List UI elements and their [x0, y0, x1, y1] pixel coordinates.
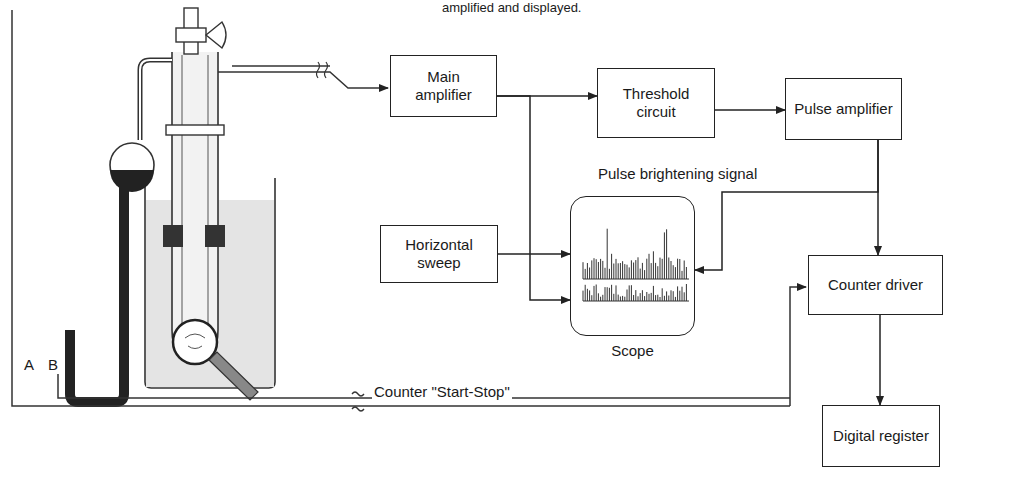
box-label: Pulse amplifier	[794, 100, 892, 118]
signal-connector	[695, 140, 878, 270]
cell-joint	[166, 125, 224, 135]
scope-label: Scope	[611, 342, 654, 360]
process-box: Horizontal sweep	[380, 225, 498, 283]
box-label: Digital register	[833, 427, 929, 445]
stopcock-handle	[206, 22, 226, 48]
mercury-u-tube	[70, 186, 124, 402]
oscilloscope: Scope	[570, 196, 695, 360]
caption-fragment: amplified and displayed.	[440, 0, 583, 16]
start-stop-wire	[790, 287, 806, 406]
contact-label: B	[46, 356, 60, 374]
signal-connector	[497, 96, 570, 300]
box-label: Counter driver	[828, 276, 923, 294]
process-box: Threshold circuit	[597, 68, 715, 138]
scope-trace	[571, 197, 695, 336]
signal-connector	[498, 253, 570, 255]
signal-lead	[218, 72, 388, 88]
electrode	[205, 225, 225, 247]
process-box: Counter driver	[808, 255, 943, 315]
process-box: Main amplifier	[390, 55, 497, 117]
signal-name: Counter "Start-Stop"	[372, 383, 512, 401]
magnifier-lens	[173, 320, 217, 364]
magnifier-handle	[209, 352, 258, 400]
scope-screen	[570, 196, 695, 336]
process-box: Digital register	[822, 405, 940, 467]
signal-connector	[879, 315, 881, 405]
signal-connector	[715, 109, 785, 111]
edge-label: Pulse brightening signal	[596, 165, 759, 183]
contact-wire-a	[12, 10, 790, 406]
contact-label: A	[22, 356, 36, 374]
wire-break	[352, 392, 364, 411]
process-box: Pulse amplifier	[785, 78, 902, 140]
box-label: Threshold circuit	[606, 85, 706, 121]
box-label: Horizontal sweep	[389, 236, 489, 272]
wire-break	[317, 62, 328, 78]
signal-connector	[877, 140, 879, 255]
box-label: Main amplifier	[399, 68, 488, 104]
electrode	[163, 225, 183, 247]
cell-tube	[172, 52, 218, 362]
